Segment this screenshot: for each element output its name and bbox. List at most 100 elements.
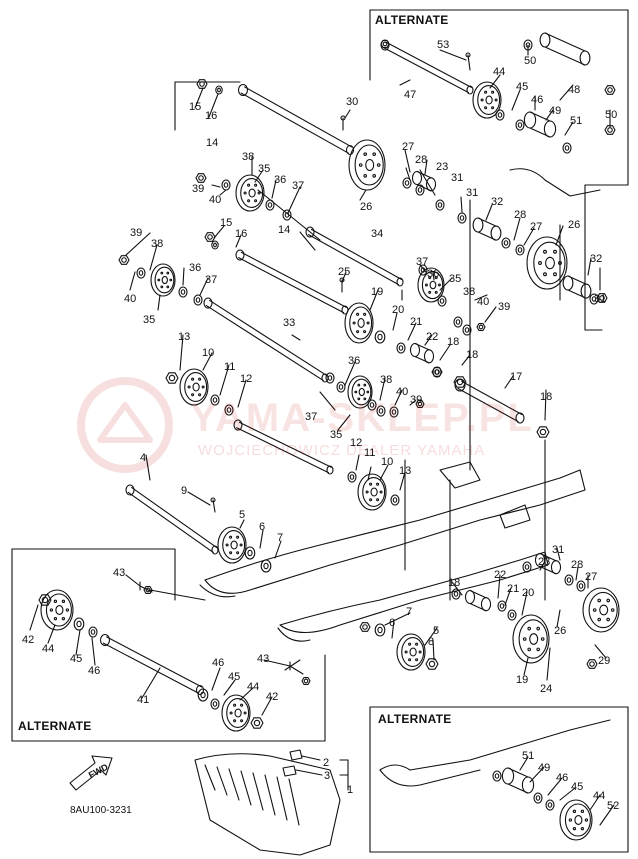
wheel-19-hub [357, 318, 365, 328]
washer-hole [494, 773, 500, 779]
wheel-35d-hole [357, 383, 361, 387]
nut [453, 376, 467, 388]
callout-leader [301, 755, 321, 761]
callout-38d: 38 [380, 374, 392, 386]
wheel-10-hole [198, 393, 202, 397]
callout-32b: 32 [590, 253, 602, 265]
callout-leader [295, 769, 323, 776]
callout-47: 47 [404, 89, 416, 101]
callout-leader [91, 637, 96, 666]
washer-hole [267, 202, 273, 208]
callout-leader [519, 756, 529, 771]
callout-leader [419, 169, 436, 196]
wheel-35d [347, 375, 373, 409]
idler-wheel-26b-hole [538, 261, 542, 265]
shaft-34 [307, 228, 403, 286]
callout-leader [485, 204, 493, 221]
wheel-44d-hole [572, 809, 577, 814]
wheel-35c [417, 267, 445, 303]
washer-hole [377, 333, 383, 341]
callout-leader [239, 519, 245, 529]
sleeve-48-body [544, 32, 586, 66]
washer-hole [213, 242, 217, 248]
callout-leader [497, 574, 501, 599]
nut-hole [607, 87, 613, 93]
nut-hole [428, 660, 436, 668]
alternate-box-title-bottom: ALTERNATE [378, 712, 452, 726]
callout-leader [194, 87, 204, 109]
wheel-35 [235, 174, 265, 212]
washer-hole [398, 345, 404, 351]
callout-46a: 46 [531, 94, 543, 106]
wheel-35d-hole [354, 390, 358, 394]
wheel-19-hole [352, 321, 356, 325]
nut [38, 594, 52, 606]
wheel-44b-rim [226, 698, 250, 728]
wheel-35c-hub [429, 280, 437, 290]
wheel-5 [217, 526, 247, 564]
wheel-10-hub [192, 382, 200, 392]
nut-hole [478, 324, 484, 330]
wheel-44d-hole [568, 818, 573, 822]
wheel-10-hole [187, 385, 191, 389]
callout-leader [369, 289, 379, 311]
callout-leader [213, 225, 225, 239]
callout-41: 41 [137, 694, 149, 706]
watermark-logo [77, 377, 173, 473]
callout-10a: 10 [202, 347, 214, 359]
watermark-subtext: WOJCIECHOWICZ DEALER YAMAHA [198, 442, 486, 459]
callout-51a: 51 [570, 115, 582, 127]
callout-44d: 44 [593, 790, 605, 802]
callout-leader [271, 179, 277, 199]
nut-hole [198, 175, 204, 181]
wheel-19-hole [366, 321, 370, 325]
wheel-44c-rim [477, 85, 501, 115]
shaft-17 [457, 380, 523, 423]
callout-26a: 26 [360, 201, 372, 213]
washer-hole [434, 369, 440, 375]
callout-46c: 46 [212, 657, 224, 669]
wheel-10b-hole [379, 490, 383, 494]
idler-wheel-26-hole [363, 152, 368, 156]
nut [476, 322, 486, 332]
idler-wheel-26b [526, 236, 568, 290]
alternate-box-frame [369, 706, 629, 853]
callout-leader [489, 74, 501, 89]
callout-leader [407, 322, 417, 341]
callout-37a: 37 [292, 180, 304, 192]
callout-27b: 27 [530, 221, 542, 233]
wheel-35c-rim [421, 270, 444, 300]
wheel-5-hole [229, 551, 233, 555]
callout-44c: 44 [247, 681, 259, 693]
clip-2 [289, 749, 303, 761]
wheel-35c-hole [428, 276, 432, 280]
callout-leader [299, 231, 316, 251]
washer [73, 617, 85, 631]
wheel-35b-rim [154, 266, 175, 294]
callout-43b: 43 [257, 653, 269, 665]
washer [453, 316, 463, 328]
callout-36d: 36 [348, 355, 360, 367]
washer-hole [195, 297, 201, 303]
wheel-19 [344, 302, 374, 344]
slide-rail [279, 551, 549, 633]
washer-hole [138, 270, 144, 276]
shaft-14-lower-end [235, 249, 245, 261]
callout-leader [404, 149, 411, 173]
wheel-5-hole [236, 535, 240, 539]
nut-hole [362, 624, 368, 630]
callout-38a: 38 [242, 151, 254, 163]
idler-wheel-26b-hole [553, 249, 557, 254]
callout-44b: 44 [42, 643, 54, 655]
washer [495, 109, 505, 121]
wheel-44c-hole [480, 98, 484, 102]
washer-hole [217, 87, 221, 93]
callout-leader [394, 389, 403, 406]
washer-hole [439, 298, 445, 304]
washer-hole [453, 591, 459, 597]
sleeve-23-body [416, 170, 432, 192]
callout-34: 34 [371, 228, 383, 240]
callout-13b: 13 [399, 465, 411, 477]
wheel-35-hole [243, 191, 247, 195]
idler-wheel-26c-hole [597, 598, 602, 603]
